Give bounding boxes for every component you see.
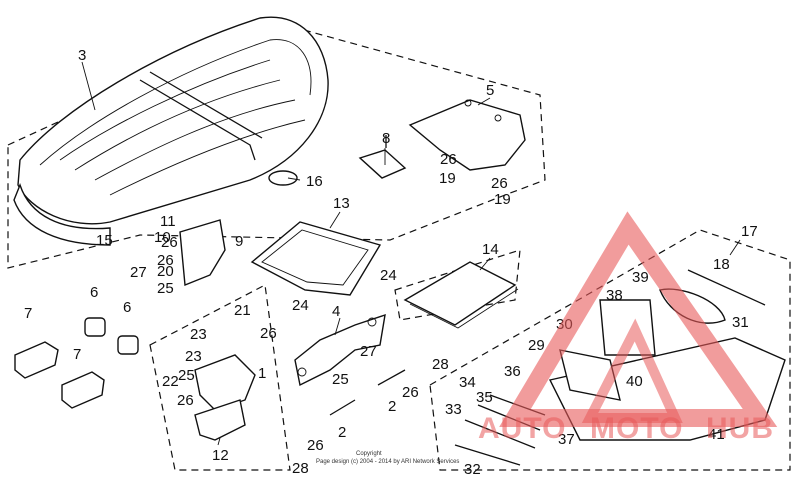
callout-label: 31	[732, 314, 749, 331]
lock-part	[179, 219, 226, 286]
callout-label: 15	[96, 232, 113, 249]
callout-label: 27	[360, 343, 377, 360]
callout-label: 34	[459, 374, 476, 391]
hinge-group-boundary	[149, 284, 291, 471]
callout-label: 25	[178, 367, 195, 384]
callout-label: 16	[306, 173, 323, 190]
callout-label: 23	[185, 348, 202, 365]
callout-label: 28	[432, 356, 449, 373]
seat-group-boundary	[7, 21, 546, 269]
callout-label: 35	[476, 389, 493, 406]
callout-label: 25	[332, 371, 349, 388]
callout-label: 28	[292, 460, 309, 477]
rubber-part	[84, 317, 106, 337]
callout-label: 8	[382, 130, 390, 147]
callout-label: 9	[235, 233, 243, 250]
hinge-part	[194, 354, 256, 411]
callout-label: 13	[333, 195, 350, 212]
callout-label: 26	[161, 234, 178, 251]
callout-label: 19	[494, 191, 511, 208]
callout-label: 26	[260, 325, 277, 342]
callout-label: 17	[741, 223, 758, 240]
damper-part	[14, 341, 59, 379]
callout-label: 41	[708, 426, 725, 443]
bolt-part	[329, 399, 356, 416]
callout-label: 7	[73, 346, 81, 363]
clip-part	[358, 149, 407, 179]
callout-label: 26	[440, 151, 457, 168]
callout-label: 1	[258, 365, 266, 382]
callout-label: 6	[123, 299, 131, 316]
bracket-part	[408, 99, 526, 171]
callout-label: 23	[190, 326, 207, 343]
callout-label: 20	[157, 263, 174, 280]
callout-label: 25	[157, 280, 174, 297]
seat-part	[13, 16, 329, 246]
rubber-part	[117, 335, 139, 355]
mount-bracket-part	[294, 313, 386, 387]
callout-label: 39	[632, 269, 649, 286]
callout-label: 33	[445, 401, 462, 418]
callout-label: 19	[439, 170, 456, 187]
damper-part	[61, 371, 105, 409]
callout-label: 18	[713, 256, 730, 273]
callout-label: 11	[160, 213, 176, 230]
callout-label: 26	[307, 437, 324, 454]
copyright-line: Copyright	[356, 451, 382, 457]
callout-label: 40	[626, 373, 643, 390]
callout-label: 12	[212, 447, 229, 464]
callout-label: 37	[558, 431, 575, 448]
callout-label: 4	[332, 303, 340, 320]
automotohub-watermark: AUTO MOTO HUB	[478, 211, 778, 445]
callout-label: 10	[154, 229, 171, 246]
callout-label: 21	[234, 302, 251, 319]
copyright-line: Page design (c) 2004 - 2014 by ARI Netwo…	[316, 459, 459, 465]
callout-label: 14	[482, 241, 499, 258]
manual-part	[403, 261, 519, 329]
callout-label: 38	[606, 287, 623, 304]
callout-label: 26	[491, 175, 508, 192]
callout-label: 32	[464, 461, 481, 478]
tray-group-boundary	[394, 249, 521, 321]
hinge-plate-part	[194, 399, 246, 441]
tray-part	[250, 221, 382, 296]
callout-label: 36	[504, 363, 521, 380]
callout-label: 27	[130, 264, 147, 281]
callout-label: 6	[90, 284, 98, 301]
callout-label: 26	[402, 384, 419, 401]
watermark-text-b: MOTO	[590, 412, 683, 445]
callout-label: 22	[162, 373, 179, 390]
callout-label: 24	[292, 297, 309, 314]
callout-label: 5	[486, 82, 494, 99]
cap-part	[268, 170, 298, 186]
callout-label: 7	[24, 305, 32, 322]
callout-label: 3	[78, 47, 86, 64]
callout-label: 2	[338, 424, 346, 441]
watermark-text-a: AUTO	[478, 412, 566, 445]
callout-label: 29	[528, 337, 545, 354]
callout-label: 26	[157, 252, 174, 269]
watermark-text-c: HUB	[706, 412, 774, 445]
callout-label: 2	[388, 398, 396, 415]
callout-label: 24	[380, 267, 397, 284]
bolt-part	[377, 369, 406, 386]
callout-label: 26	[177, 392, 194, 409]
